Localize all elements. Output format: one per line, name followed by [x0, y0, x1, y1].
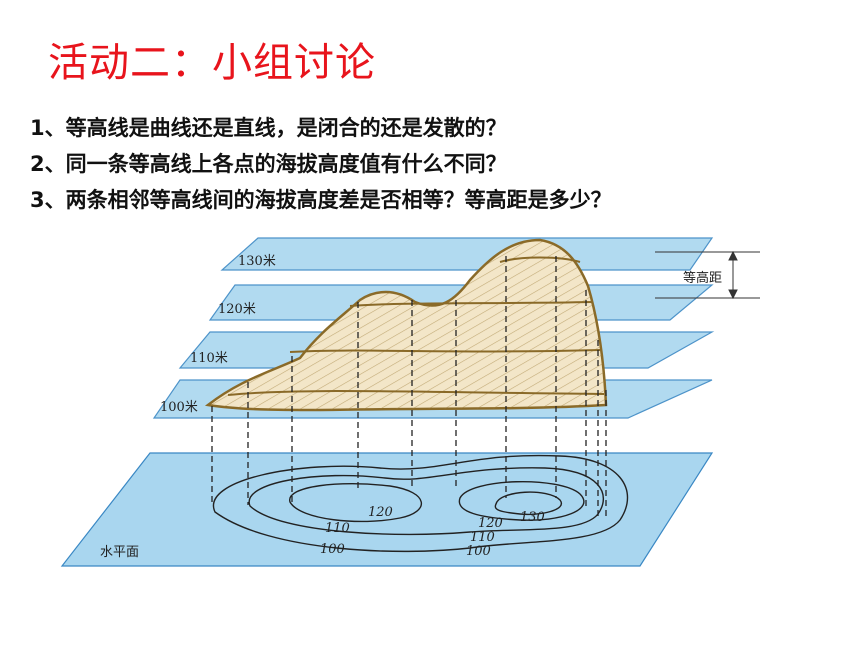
contour-120-right [458, 481, 585, 521]
contour-label-right-120: 120 [478, 516, 503, 531]
contour-130 [494, 491, 563, 516]
slide-title: 活动二：小组讨论 [48, 40, 376, 86]
question-1: 1、等高线是曲线还是直线，是闭合的还是发散的？ [30, 116, 507, 140]
contour-120-left [289, 483, 422, 523]
contour-lines [212, 454, 629, 553]
question-2: 2、同一条等高线上各点的海拔高度值有什么不同？ [30, 152, 507, 176]
plane-label-100: 100米 [160, 400, 198, 415]
base-plane [60, 452, 714, 567]
base-plane-label: 水平面 [100, 545, 139, 560]
contour-interval-marker [655, 250, 760, 300]
contour-interval-label: 等高距 [683, 270, 722, 286]
projection-lines [211, 256, 607, 520]
contour-label-left-110: 110 [325, 521, 350, 536]
plane-label-130: 130米 [238, 254, 276, 269]
plane-130 [220, 237, 714, 271]
contour-label-right-110: 110 [470, 530, 495, 545]
question-3: 3、两条相邻等高线间的海拔高度差是否相等？等高距是多少？ [30, 188, 612, 212]
contour-110 [248, 467, 605, 536]
contour-label-right-100: 100 [466, 544, 491, 559]
contour-100 [212, 454, 629, 553]
contour-label-left-120: 120 [368, 505, 393, 520]
contour-label-left-100: 100 [320, 542, 345, 557]
plane-label-110: 110米 [190, 351, 228, 366]
plane-label-120: 120米 [218, 302, 256, 317]
contour-label-right-130: 130 [520, 510, 545, 525]
